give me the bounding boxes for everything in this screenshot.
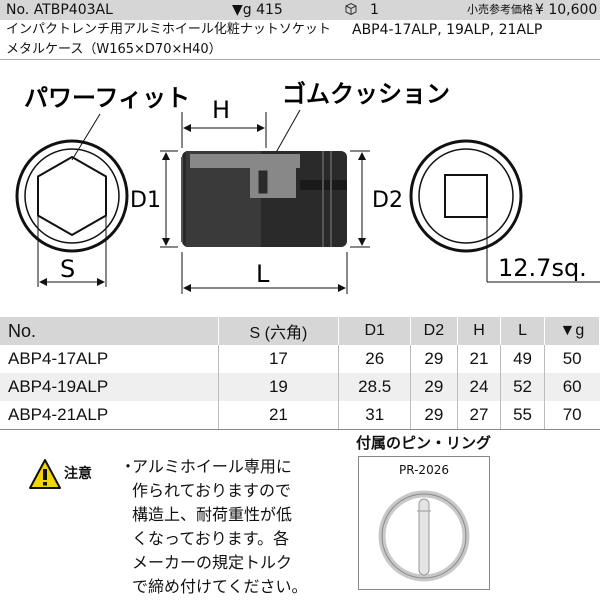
caution-line: アルミホイール専用に bbox=[132, 457, 292, 476]
caution-line: 作られておりますので bbox=[132, 481, 292, 500]
socket-diagram: パワーフィット ゴムクッション S H D1 D bbox=[15, 80, 600, 294]
dim-l-label: L bbox=[256, 260, 270, 288]
cell-weight: 50 bbox=[562, 349, 582, 368]
square-drive-view: 12.7sq. bbox=[409, 139, 600, 283]
drive-size-label: 12.7sq. bbox=[498, 254, 587, 282]
dim-d1-label: D1 bbox=[130, 188, 161, 213]
hex-end-view: S bbox=[15, 139, 129, 287]
cell-s: 21 bbox=[218, 401, 340, 430]
cell-l: 55 bbox=[500, 401, 545, 430]
header-row-2: インパクトレンチ用アルミホイール化粧ナットソケット ABP4-17ALP, 19… bbox=[0, 20, 600, 40]
cell-h: 21 bbox=[457, 345, 502, 373]
price: ¥ 10,600 bbox=[535, 2, 598, 18]
cell-model: ABP4-21ALP bbox=[0, 401, 219, 430]
model-list: ABP4-17ALP, 19ALP, 21ALP bbox=[352, 22, 543, 38]
cell-weight: 60 bbox=[544, 373, 600, 401]
cell-d2: 29 bbox=[410, 401, 458, 430]
spec-header: No. ATBP403AL ▼g 415 1 小売参考価格 ¥ 10,600 イ… bbox=[0, 0, 600, 60]
cell-l: 52 bbox=[500, 373, 545, 401]
cell-d2: 29 bbox=[410, 373, 458, 401]
cell-weight: 70 bbox=[544, 401, 600, 430]
cell-model: ABP4-17ALP bbox=[0, 345, 219, 373]
power-fit-label: パワーフィット bbox=[24, 84, 190, 112]
caution-line: メーカーの規定トルク bbox=[132, 553, 293, 572]
cell-model: ABP4-19ALP bbox=[0, 373, 219, 401]
caution-label: 注意 bbox=[64, 466, 92, 482]
col-d1: D1 bbox=[338, 317, 412, 345]
weight: ▼g 415 bbox=[232, 2, 283, 18]
col-d2: D2 bbox=[410, 317, 458, 345]
cell-d1: 26 bbox=[338, 345, 412, 373]
dim-s-label: S bbox=[60, 255, 75, 283]
table-row: ABP4-21ALP 21 31 29 27 55 70 bbox=[0, 401, 600, 430]
price-label: 小売参考価格 bbox=[467, 3, 533, 16]
header-row-1: No. ATBP403AL ▼g 415 1 小売参考価格 ¥ 10,600 bbox=[0, 0, 600, 20]
cell-s: 19 bbox=[218, 373, 340, 401]
caution-note: ・ アルミホイール専用に 作られておりますので 構造上、耐荷重性が低 くなってお… bbox=[120, 455, 347, 599]
quantity: 1 bbox=[370, 2, 379, 18]
pin-ring-icon bbox=[378, 490, 470, 582]
header-row-3: メタルケース（W165×D70×H40） bbox=[0, 40, 600, 60]
cell-d1: 28.5 bbox=[338, 373, 412, 401]
spec-table: No. S (六角) D1 D2 H L ▼g ABP4-17ALP 17 26… bbox=[0, 317, 600, 430]
dim-h-label: H bbox=[212, 96, 230, 124]
caution-line: で締め付けてください。 bbox=[132, 577, 308, 596]
box-icon bbox=[344, 0, 358, 20]
col-l: L bbox=[500, 317, 545, 345]
accessory-title: 付属のピン・リング bbox=[356, 434, 492, 452]
accessory-box: PR-2026 bbox=[358, 456, 490, 590]
caution-line: くなっております。各 bbox=[132, 529, 290, 548]
caution-line: 構造上、耐荷重性が低 bbox=[132, 505, 293, 524]
table-row: ABP4-17ALP 17 26 29 21 49 50 bbox=[0, 345, 600, 373]
item-number: No. ATBP403AL bbox=[6, 2, 113, 18]
col-no: No. bbox=[0, 317, 219, 345]
warning-icon bbox=[29, 459, 61, 489]
accessory-code: PR-2026 bbox=[399, 463, 449, 477]
cell-h: 27 bbox=[457, 401, 502, 430]
rubber-cushion-label: ゴムクッション bbox=[282, 80, 450, 108]
col-s: S (六角) bbox=[218, 317, 340, 345]
cell-l: 49 bbox=[500, 345, 545, 373]
dim-d2-label: D2 bbox=[372, 188, 403, 213]
case-info: メタルケース（W165×D70×H40） bbox=[6, 42, 222, 57]
bullet: ・ bbox=[120, 457, 137, 476]
cell-h: 24 bbox=[457, 373, 502, 401]
product-name: インパクトレンチ用アルミホイール化粧ナットソケット bbox=[6, 22, 331, 37]
socket-side-view: H D1 D2 L bbox=[130, 96, 403, 294]
cell-s: 17 bbox=[218, 345, 340, 373]
col-h: H bbox=[457, 317, 502, 345]
table-row: ABP4-19ALP 19 28.5 29 24 52 60 bbox=[0, 373, 600, 401]
cell-d1: 31 bbox=[338, 401, 412, 430]
cell-d2: 29 bbox=[410, 345, 458, 373]
col-weight: ▼g bbox=[544, 317, 600, 345]
table-header-row: No. S (六角) D1 D2 H L ▼g bbox=[0, 317, 600, 345]
